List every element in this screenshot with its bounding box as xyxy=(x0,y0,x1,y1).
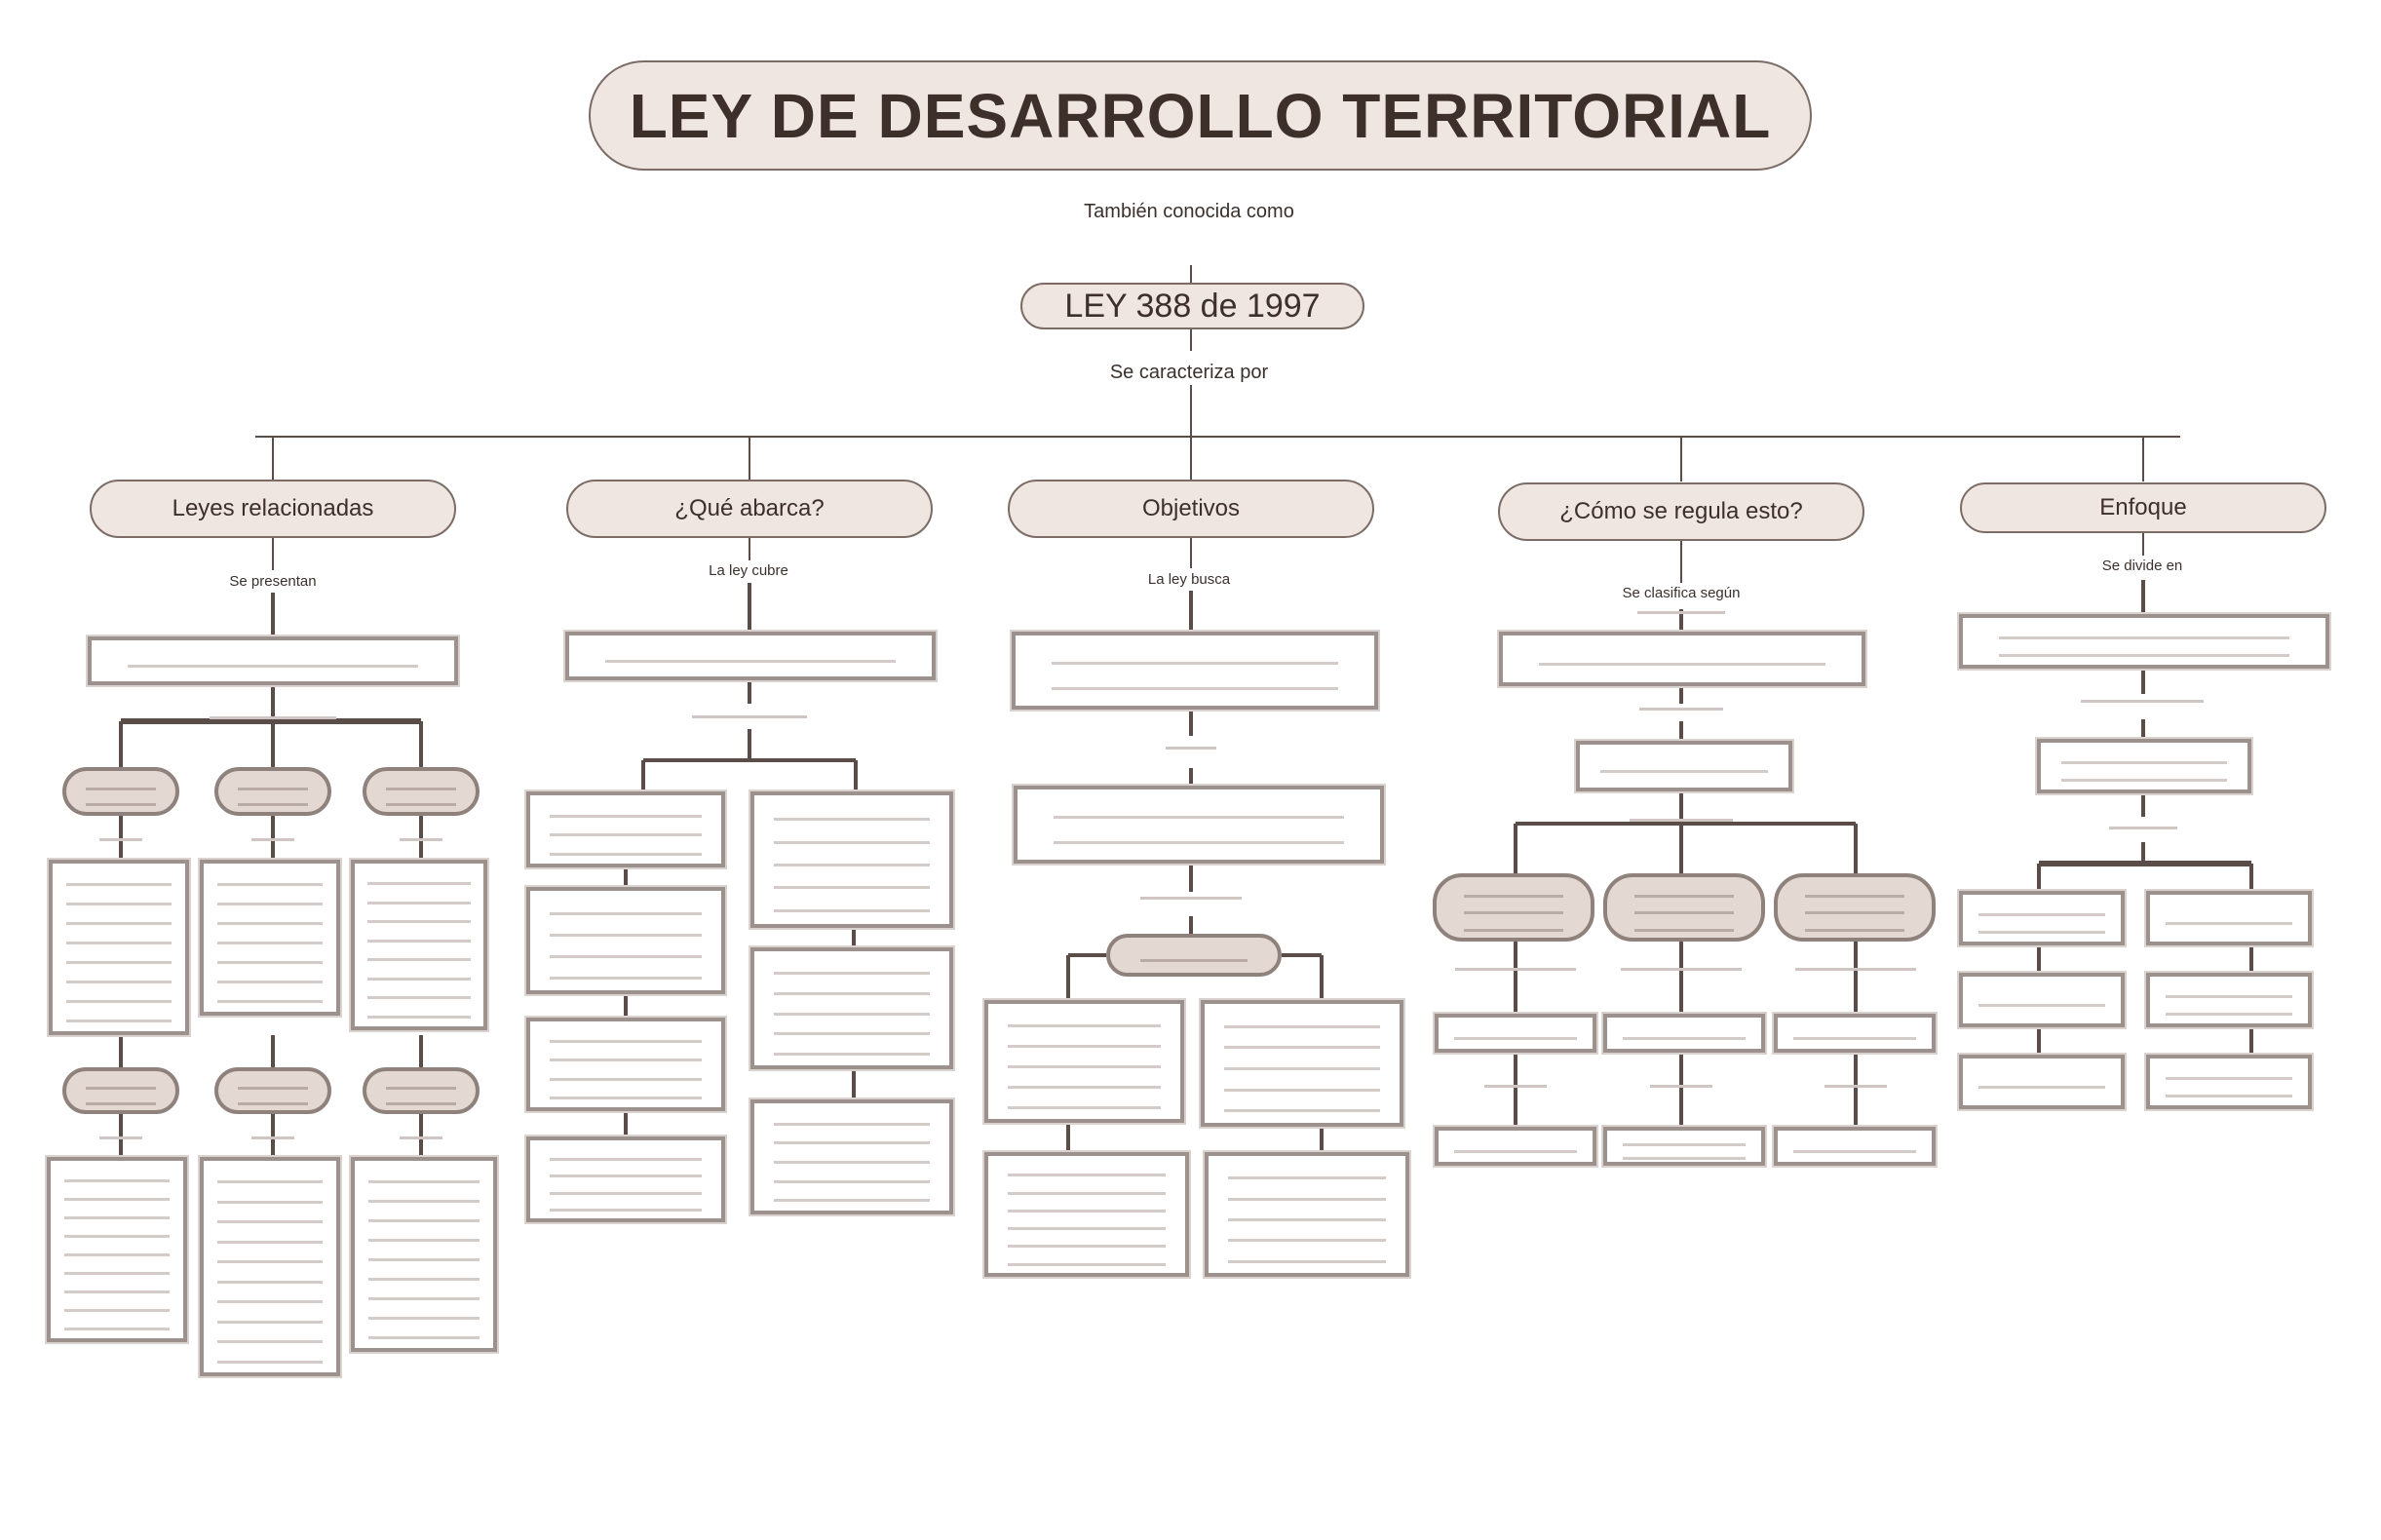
detail-box xyxy=(526,887,725,994)
illegible-label xyxy=(1484,1085,1547,1088)
detail-box xyxy=(47,1157,187,1342)
connector-label-se-clasifica-segun: Se clasifica según xyxy=(1622,585,1741,601)
detail-node xyxy=(1106,934,1282,977)
connector-label-se-presentan: Se presentan xyxy=(229,573,317,590)
detail-box xyxy=(1959,973,2125,1027)
detail-node xyxy=(363,1067,480,1114)
illegible-label xyxy=(1166,747,1216,750)
detail-box xyxy=(750,1099,953,1214)
law-name-node: LEY 388 de 1997 xyxy=(1020,283,1364,329)
detail-box xyxy=(2146,891,2312,945)
detail-box xyxy=(1499,632,1865,686)
detail-box xyxy=(1576,741,1792,791)
characterized-by-label: Se caracteriza por xyxy=(1109,362,1269,383)
detail-box xyxy=(1959,614,2329,669)
detail-box xyxy=(1012,632,1378,710)
illegible-label xyxy=(251,1136,294,1139)
illegible-label xyxy=(99,838,142,841)
detail-box xyxy=(526,1018,725,1111)
detail-node xyxy=(62,1067,179,1114)
detail-box xyxy=(2037,739,2251,793)
connector-label-la-ley-cubre: La ley cubre xyxy=(709,562,788,579)
detail-box xyxy=(1201,1000,1403,1127)
detail-box xyxy=(1435,1127,1596,1166)
also-known-as-label: También conocida como xyxy=(1084,201,1294,222)
detail-box xyxy=(526,1136,725,1222)
detail-node xyxy=(1433,873,1594,942)
detail-box xyxy=(984,1000,1184,1123)
detail-box xyxy=(1014,786,1384,864)
detail-node xyxy=(363,767,480,816)
detail-node xyxy=(214,767,331,816)
detail-box xyxy=(984,1152,1189,1277)
detail-node xyxy=(1603,873,1765,942)
detail-node xyxy=(62,767,179,816)
detail-box xyxy=(1774,1127,1936,1166)
detail-box xyxy=(2146,1055,2312,1109)
detail-box xyxy=(750,791,953,928)
detail-box xyxy=(351,860,487,1030)
detail-node xyxy=(214,1067,331,1114)
illegible-label xyxy=(1650,1085,1712,1088)
illegible-label xyxy=(400,838,442,841)
illegible-label xyxy=(1621,968,1742,971)
illegible-label xyxy=(2109,827,2177,829)
illegible-label xyxy=(99,1136,142,1139)
illegible-label xyxy=(1824,1085,1887,1088)
illegible-label xyxy=(251,838,294,841)
illegible-label xyxy=(1795,968,1916,971)
branch-que-abarca: ¿Qué abarca? xyxy=(566,480,933,538)
branch-leyes-relacionadas: Leyes relacionadas xyxy=(90,480,456,538)
connector-label-se-divide-en: Se divide en xyxy=(2101,558,2183,574)
detail-box xyxy=(1959,1055,2125,1109)
illegible-label xyxy=(1140,897,1242,900)
illegible-label xyxy=(1639,708,1723,711)
detail-box xyxy=(526,791,725,867)
detail-box xyxy=(200,860,340,1016)
illegible-label xyxy=(1637,611,1725,614)
detail-box xyxy=(88,636,458,685)
connector-label-la-ley-busca: La ley busca xyxy=(1147,571,1231,588)
illegible-label xyxy=(1455,968,1576,971)
detail-box xyxy=(1959,891,2125,945)
branch-enfoque: Enfoque xyxy=(1960,482,2326,533)
detail-box xyxy=(351,1157,497,1352)
detail-box xyxy=(1205,1152,1409,1277)
detail-box xyxy=(200,1157,340,1376)
map-title: LEY DE DESARROLLO TERRITORIAL xyxy=(589,60,1812,171)
detail-box xyxy=(565,632,936,680)
detail-node xyxy=(1774,873,1936,942)
illegible-label xyxy=(2081,700,2204,703)
detail-box xyxy=(1603,1127,1765,1166)
illegible-label xyxy=(692,715,807,718)
detail-box xyxy=(750,947,953,1069)
detail-box xyxy=(1774,1014,1936,1053)
illegible-label xyxy=(400,1136,442,1139)
illegible-label xyxy=(210,716,336,719)
detail-box xyxy=(49,860,189,1035)
detail-box xyxy=(2146,973,2312,1027)
illegible-label xyxy=(1630,819,1733,822)
branch-objetivos: Objetivos xyxy=(1008,480,1374,538)
detail-box xyxy=(1603,1014,1765,1053)
detail-box xyxy=(1435,1014,1596,1053)
branch-como-se-regula: ¿Cómo se regula esto? xyxy=(1498,482,1864,541)
